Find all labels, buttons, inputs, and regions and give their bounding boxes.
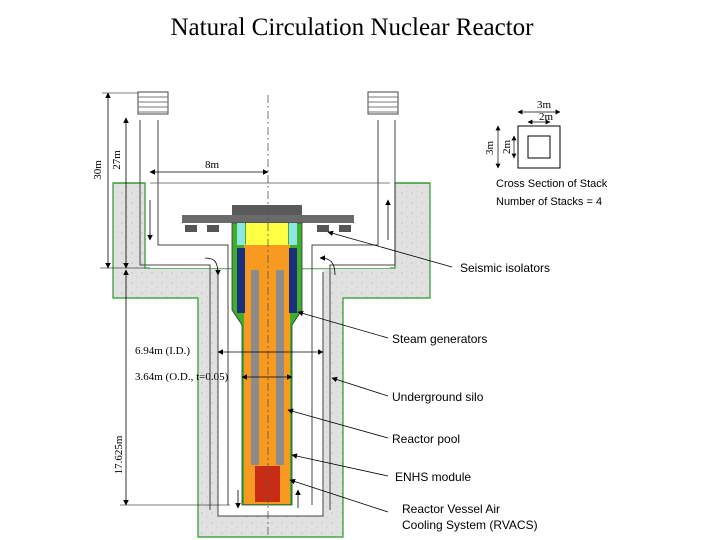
deck-top bbox=[232, 205, 302, 215]
label-steam-generators: Steam generators bbox=[392, 332, 487, 346]
silo-wall-left bbox=[217, 272, 324, 517]
cyan-right bbox=[289, 223, 297, 245]
downcomer-left bbox=[251, 270, 259, 465]
label-seismic-isolators: Seismic isolators bbox=[460, 261, 550, 275]
cross-section-inset bbox=[495, 109, 561, 169]
label-underground-silo: Underground silo bbox=[392, 390, 484, 404]
top-plenum bbox=[246, 223, 288, 245]
cs-inner-height: 2m bbox=[501, 140, 513, 155]
air-duct-right bbox=[329, 120, 396, 510]
cs-caption-1: Cross Section of Stack bbox=[496, 178, 608, 190]
core bbox=[255, 466, 280, 502]
leader-lines bbox=[287, 230, 453, 513]
label-reactor-pool: Reactor pool bbox=[392, 432, 460, 446]
dim-vessel-od: 3.64m (O.D., t=0.05) bbox=[135, 371, 229, 383]
page-title: Natural Circulation Nuclear Reactor bbox=[170, 14, 534, 41]
air-duct-right-inner bbox=[311, 120, 379, 505]
air-flow-arrows bbox=[147, 199, 391, 509]
cs-inner-dim: 2m bbox=[539, 111, 554, 123]
cs-caption-2: Number of Stacks = 4 bbox=[496, 196, 602, 208]
dim-silo-depth: 17.625m bbox=[113, 435, 125, 474]
label-enhs-module: ENHS module bbox=[395, 470, 471, 484]
steam-generator-right bbox=[289, 248, 297, 313]
seismic-isolator-pads bbox=[185, 225, 351, 232]
cyan-left bbox=[237, 223, 245, 245]
dim-silo-id: 6.94m (I.D.) bbox=[135, 345, 190, 357]
cs-outer-dim: 3m bbox=[537, 99, 552, 111]
label-rvacs-2: Cooling System (RVACS) bbox=[402, 518, 538, 532]
downcomer-right bbox=[276, 270, 284, 465]
stack-left bbox=[137, 91, 169, 115]
label-rvacs-1: Reactor Vessel Air bbox=[402, 502, 500, 516]
cs-outer-height: 3m bbox=[484, 141, 496, 156]
steam-generator-left bbox=[237, 248, 245, 313]
air-duct-left-inner bbox=[157, 120, 229, 505]
dim-8m: 8m bbox=[205, 159, 220, 171]
air-duct-left bbox=[139, 120, 211, 510]
dim-30m: 30m bbox=[92, 160, 104, 180]
stack-right bbox=[367, 91, 399, 115]
dim-27m: 27m bbox=[111, 150, 123, 170]
